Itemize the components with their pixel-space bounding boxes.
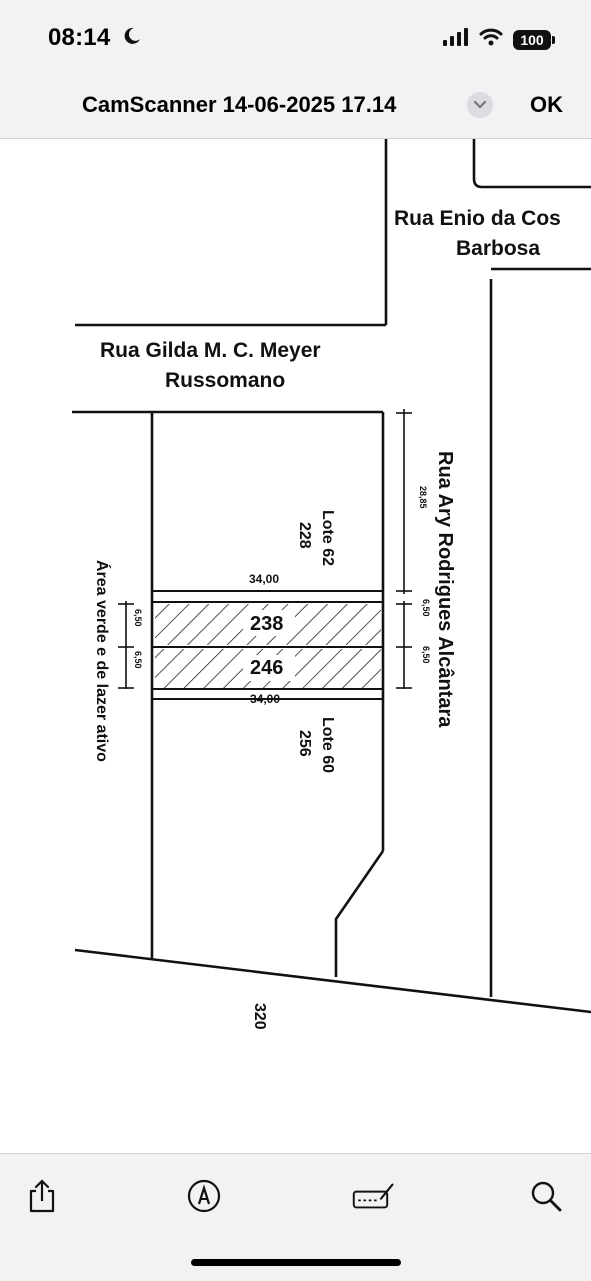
dim-left-650-1: 6,50 xyxy=(133,609,143,627)
home-indicator[interactable] xyxy=(191,1259,401,1266)
search-button[interactable] xyxy=(524,1174,568,1218)
moon-icon xyxy=(122,26,142,51)
lot-238: 238 xyxy=(250,613,284,635)
lote62-number: 228 xyxy=(296,522,313,549)
document-view[interactable]: Rua Enio da Cos Barbosa Rua Gilda M. C. … xyxy=(0,139,591,1153)
markup-icon xyxy=(187,1179,221,1213)
chevron-down-icon[interactable] xyxy=(467,92,493,118)
area-verde-label: Área verde e de lazer ativo xyxy=(93,560,110,762)
site-plan-drawing xyxy=(72,139,591,1014)
dim-left-650-2: 6,50 xyxy=(133,651,143,669)
number-320: 320 xyxy=(251,1003,268,1030)
search-icon xyxy=(531,1181,562,1212)
lote62-label: Lote 62 xyxy=(319,510,336,567)
dim-top-3400: 34,00 xyxy=(249,572,280,586)
share-button[interactable] xyxy=(20,1174,64,1218)
nav-bar: CamScanner 14-06-2025 17.14 xyxy=(0,80,591,139)
lot-246: 246 xyxy=(250,657,284,679)
battery-icon: 100 xyxy=(513,29,555,50)
dim-right-650-1: 6,50 xyxy=(421,599,431,617)
wifi-icon xyxy=(479,28,503,51)
battery-level: 100 xyxy=(520,31,544,48)
street-enio-line1: Rua Enio da Cos xyxy=(394,207,561,230)
clock: 08:14 xyxy=(48,24,111,51)
signature-button[interactable] xyxy=(352,1174,396,1218)
share-icon xyxy=(29,1179,55,1213)
street-enio-line2: Barbosa xyxy=(456,237,541,260)
status-bar: 08:14 100 xyxy=(0,0,591,80)
lote60-label: Lote 60 xyxy=(319,717,336,774)
dim-bottom-3400: 34,00 xyxy=(250,692,281,706)
markup-button[interactable] xyxy=(182,1174,226,1218)
signature-icon xyxy=(352,1183,394,1209)
street-ary: Rua Ary Rodrigues Alcântara xyxy=(434,451,456,728)
lote60-number: 256 xyxy=(296,730,313,757)
signal-icon xyxy=(443,28,469,51)
dim-right-650-2: 6,50 xyxy=(421,646,431,664)
document-title[interactable]: CamScanner 14-06-2025 17.14 xyxy=(82,92,397,117)
street-gilda-line1: Rua Gilda M. C. Meyer xyxy=(100,339,321,362)
ok-button[interactable]: OK xyxy=(530,92,563,117)
street-gilda-line2: Russomano xyxy=(165,369,286,392)
dim-right-2885: 28,85 xyxy=(418,486,428,509)
